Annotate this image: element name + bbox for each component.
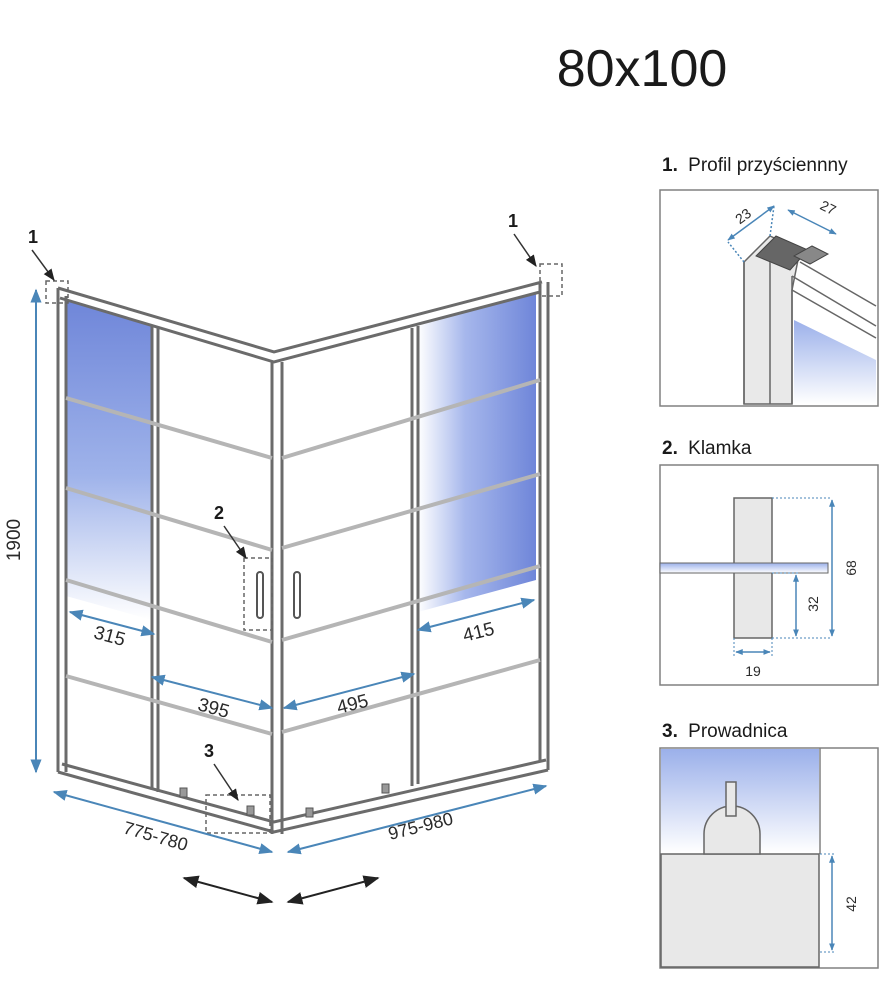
callout-3: 3 [204, 741, 214, 761]
detail-2-number: 2. [662, 438, 678, 459]
detail-1-dim-27: 27 [818, 197, 839, 218]
svg-text:2. Klamka: 2. Klamka [662, 438, 752, 459]
detail-3-label: Prowadnica [688, 721, 788, 742]
shower-enclosure [45, 263, 563, 834]
detail-1-profile: 1. Profil przyściennny 23 27 [659, 155, 879, 407]
svg-text:3. Prowadnica: 3. Prowadnica [662, 721, 788, 742]
detail-3-guide: 3. Prowadnica 42 [659, 721, 879, 969]
detail-3-number: 3. [662, 721, 678, 742]
width-left-label: 775-780 [121, 818, 190, 855]
detail-2-handle: 2. Klamka 68 32 19 [659, 438, 879, 686]
left-fixed-width-label: 315 [91, 622, 127, 650]
detail-2-label: Klamka [688, 438, 752, 459]
callout-2: 2 [214, 503, 224, 523]
right-fixed-glass [418, 292, 536, 612]
right-door-width-label: 495 [335, 691, 371, 719]
door-handles [256, 571, 301, 619]
callouts: 1 1 2 3 [28, 211, 537, 801]
detail-2-dim-68: 68 [843, 560, 859, 576]
detail-2-dim-19: 19 [745, 663, 761, 679]
width-right-label: 975-980 [386, 808, 455, 843]
left-fixed-glass [66, 300, 152, 620]
detail-3-dim-42: 42 [843, 896, 859, 912]
left-door-width-label: 395 [195, 694, 231, 722]
dimension-lines [30, 288, 548, 855]
detail-2-dim-32: 32 [805, 596, 821, 612]
detail-1-label: Profil przyściennny [688, 155, 848, 176]
right-fixed-width-label: 415 [461, 619, 497, 647]
svg-text:1. Profil przyściennny: 1. Profil przyściennny [662, 155, 848, 176]
page-title: 80x100 [557, 40, 728, 98]
callout-1-left: 1 [28, 227, 38, 247]
callout-1-right: 1 [508, 211, 518, 231]
sliding-direction-arrows [182, 875, 380, 905]
detail-1-number: 1. [662, 155, 678, 176]
height-label: 1900 [4, 519, 25, 561]
